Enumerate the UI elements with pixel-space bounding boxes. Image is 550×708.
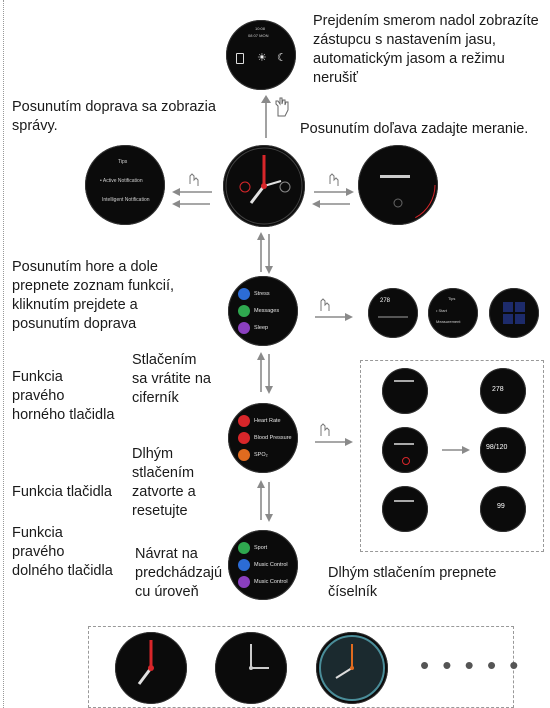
hand-pointer-icon: [275, 97, 289, 117]
double-arrow-icon: [172, 173, 212, 208]
watch-function-list-2: Heart Rate Blood Pressure SPO₂: [228, 403, 298, 473]
right-arrow: [315, 298, 353, 321]
long-press-close-text: Dlhým stlačením zatvorte a resetujte: [132, 446, 196, 519]
moon-icon: ☾: [277, 52, 287, 64]
watch-face-option-1: [115, 632, 187, 704]
battery-icon: [236, 53, 244, 64]
watch-function-list-1: Stress Messages Sleep: [228, 276, 298, 346]
watch-measurement-screen: [358, 145, 438, 225]
swipe-up-text: Prejdením smerom nadol zobrazíte zástupc…: [313, 13, 539, 86]
more-faces-ellipsis: • • • • •: [420, 650, 522, 680]
double-arrow-icon: [257, 352, 273, 394]
watch-measure-a1: [382, 368, 428, 414]
watch-shortcut-screen: 10:08 08 07 MON ☀ ☾: [226, 20, 296, 90]
right-arrow: [315, 423, 353, 446]
swipe-updown-text: Posunutím hore a dole prepnete zoznam fu…: [12, 259, 175, 332]
watch-measure-b2: 98/120: [480, 427, 526, 473]
watch-measure-a2: 278: [480, 368, 526, 414]
double-arrow-icon: [257, 480, 273, 522]
long-press-face-text: Dlhým stlačením prepnete číselník: [328, 565, 497, 600]
double-arrow-icon: [257, 232, 273, 274]
watch-function-list-3: Sport Music Control Music Control: [228, 530, 298, 600]
bottom-button-text: Funkcia pravého dolného tlačidla: [12, 525, 113, 579]
watch-sub-screen-3: [489, 288, 539, 338]
page-left-dotted-border: [3, 0, 4, 708]
right-arrow: [442, 446, 470, 454]
watch-sub-screen-2: Tips • Start Measurement: [428, 288, 478, 338]
watch-face-option-2: [215, 632, 287, 704]
button-function-text: Funkcia tlačidla: [12, 484, 112, 500]
watch-sub-screen-1: 278: [368, 288, 418, 338]
measurement-panel: [360, 360, 544, 552]
double-arrow-icon: [312, 173, 354, 208]
top-button-text: Funkcia pravého horného tlačidla: [12, 369, 115, 423]
press-return-text: Stlačením sa vrátite na ciferník: [132, 352, 211, 406]
brightness-icon: ☀: [257, 52, 267, 64]
watch-measure-c1: [382, 486, 428, 532]
watch-measure-b1: [382, 427, 428, 473]
watch-main-face: [223, 145, 305, 227]
watch-measure-c2: 99: [480, 486, 526, 532]
swipe-right-text: Posunutím doprava sa zobrazia správy.: [12, 99, 216, 134]
watch-face-option-3: [316, 632, 388, 704]
back-previous-text: Návrat na predchádzajú cu úroveň: [135, 546, 223, 600]
swipe-left-text: Posunutím doľava zadajte meranie.: [300, 121, 529, 137]
watch-messages-screen: Tips • Active Notification Intelligent N…: [85, 145, 165, 225]
up-arrow: [261, 95, 271, 138]
